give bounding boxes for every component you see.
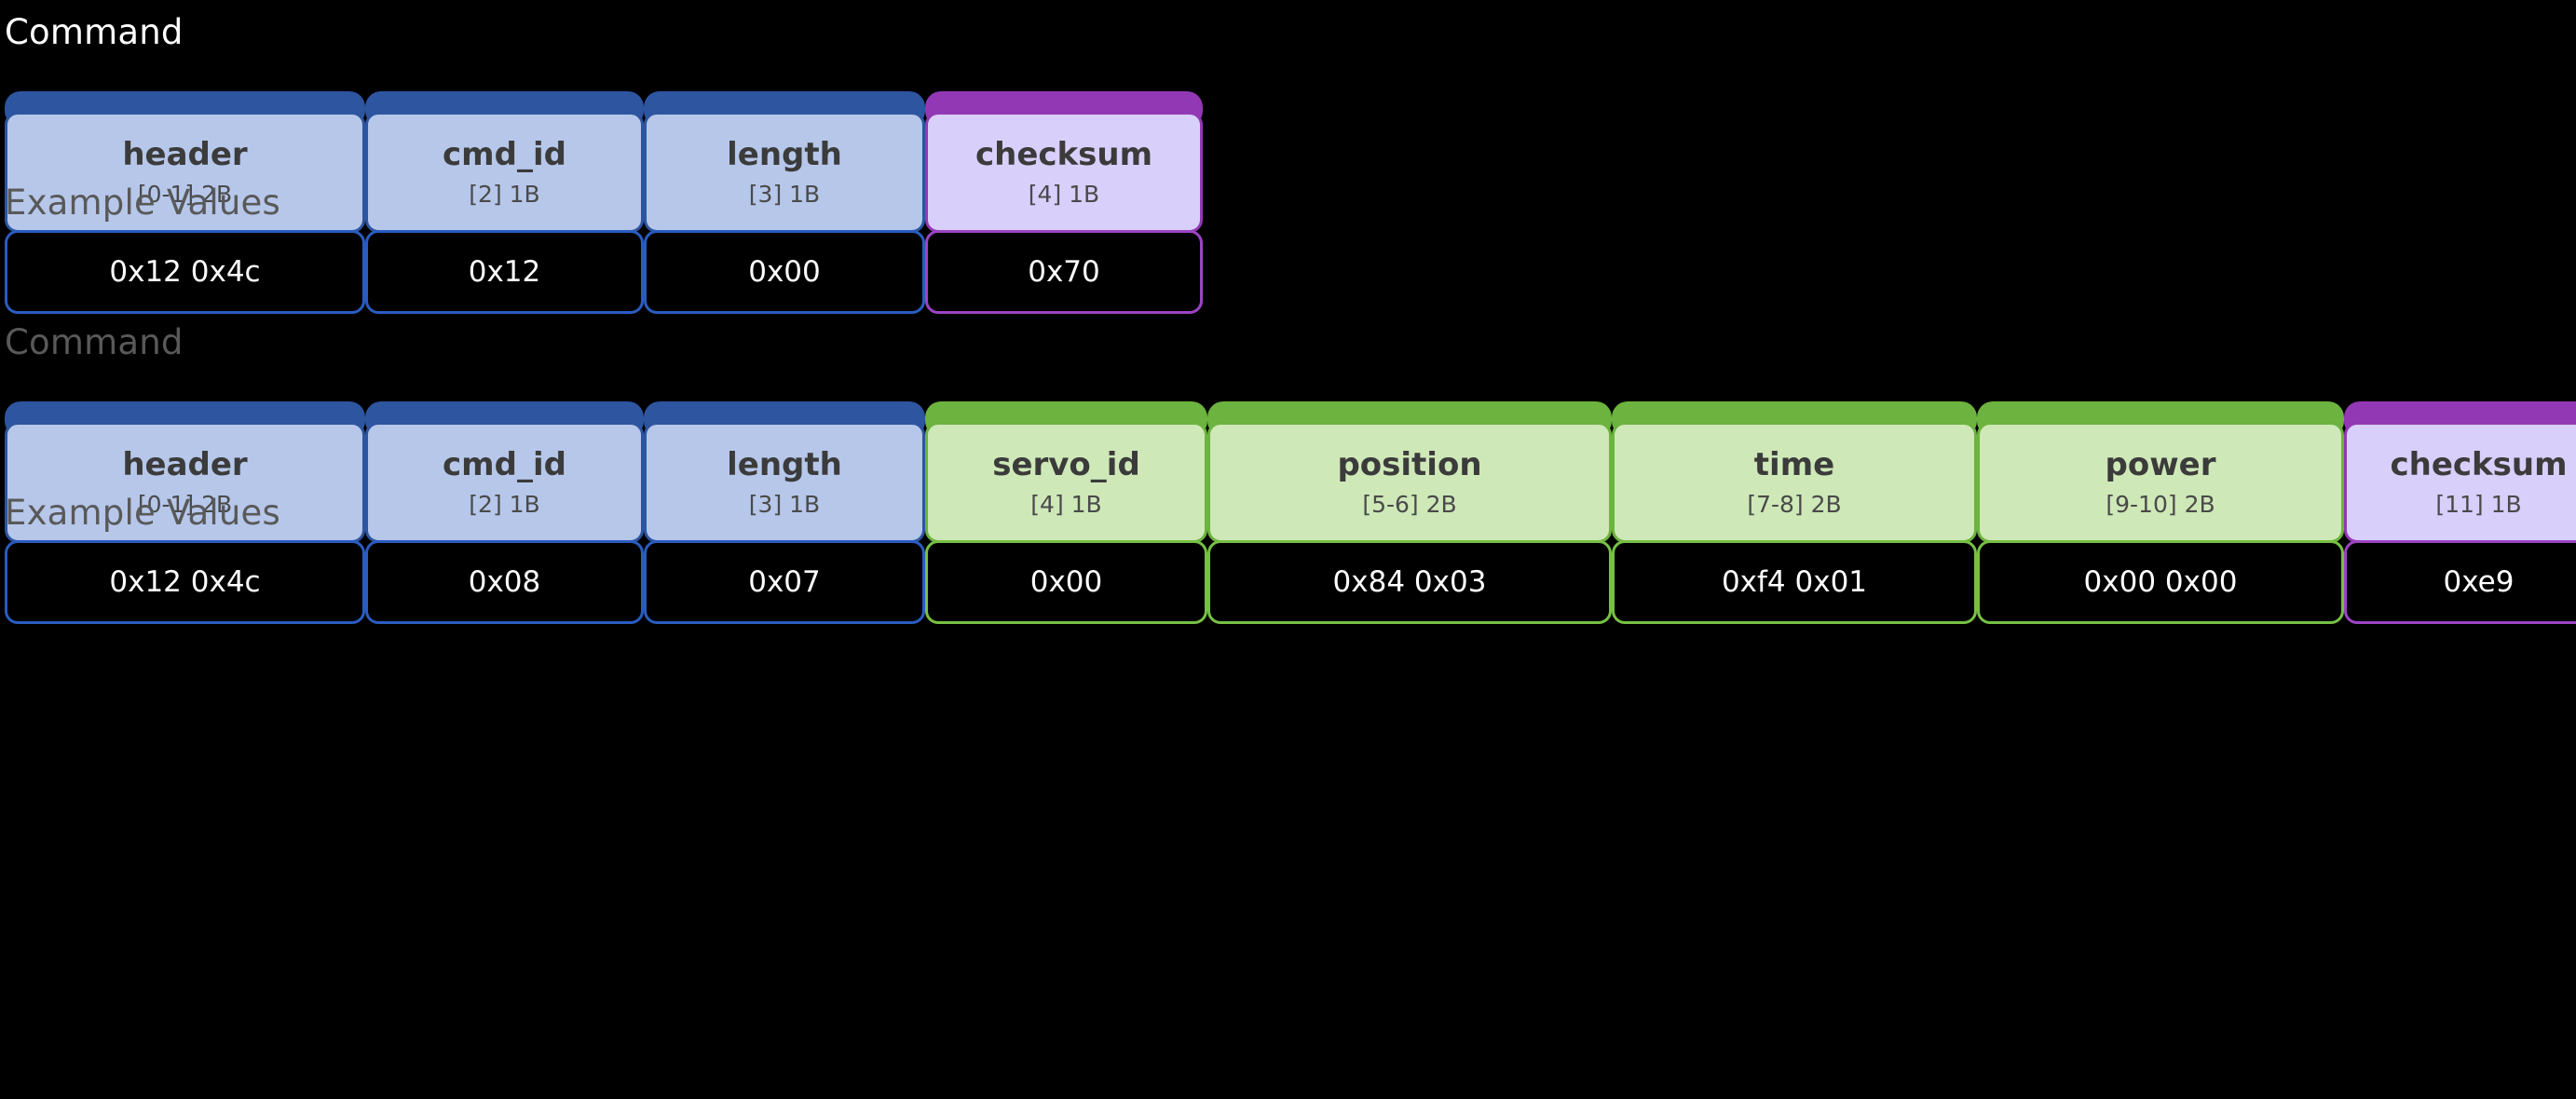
field-range: [11] 1B — [2435, 491, 2522, 519]
value-text: 0x00 — [748, 254, 821, 289]
packet-title-1: Command — [5, 322, 184, 362]
field-cmd-id[interactable]: cmd_id [2] 1B — [365, 91, 644, 233]
field-body: power [9-10] 2B — [1977, 422, 2344, 543]
field-power[interactable]: power [9-10] 2B — [1977, 401, 2344, 543]
value-box-checksum[interactable]: 0xe9 — [2344, 540, 2576, 624]
field-checksum[interactable]: checksum [11] 1B — [2344, 401, 2576, 543]
example-values-title-1: Example Values — [5, 493, 280, 533]
field-cmd-id[interactable]: cmd_id [2] 1B — [365, 401, 644, 543]
field-name: length — [727, 135, 842, 173]
field-range: [2] 1B — [469, 491, 540, 519]
field-body: checksum [11] 1B — [2344, 422, 2576, 543]
field-length[interactable]: length [3] 1B — [644, 91, 925, 233]
field-body: cmd_id [2] 1B — [365, 422, 644, 543]
field-name: servo_id — [992, 445, 1140, 483]
field-body: checksum [4] 1B — [925, 112, 1203, 233]
field-name: checksum — [975, 135, 1153, 173]
field-body: cmd_id [2] 1B — [365, 112, 644, 233]
field-name: length — [727, 445, 842, 483]
field-name: power — [2105, 445, 2216, 483]
value-box-position[interactable]: 0x84 0x03 — [1207, 540, 1612, 624]
value-text: 0x12 — [468, 254, 541, 289]
value-text: 0x12 0x4c — [109, 254, 261, 289]
field-name: time — [1753, 445, 1835, 483]
field-range: [3] 1B — [748, 181, 821, 209]
value-text: 0x08 — [468, 564, 541, 599]
packet-values-row-0: 0x12 0x4c 0x12 0x00 0x70 — [5, 230, 1203, 314]
field-header[interactable]: header [0-1] 2B — [5, 91, 365, 233]
value-text: 0x07 — [748, 564, 821, 599]
field-length[interactable]: length [3] 1B — [644, 401, 925, 543]
field-name: cmd_id — [443, 445, 566, 483]
field-range: [3] 1B — [748, 491, 821, 519]
field-range: [0-1] 2B — [137, 491, 233, 519]
field-checksum[interactable]: checksum [4] 1B — [925, 91, 1203, 233]
example-values-title-0: Example Values — [5, 183, 280, 223]
field-body: servo_id [4] 1B — [925, 422, 1207, 543]
field-range: [2] 1B — [469, 181, 540, 209]
value-text: 0x84 0x03 — [1332, 564, 1487, 599]
value-text: 0x70 — [1028, 254, 1100, 289]
packet-fields-row-1: header [0-1] 2B cmd_id [2] 1B length [3]… — [5, 401, 2576, 543]
field-range: [0-1] 2B — [137, 181, 233, 209]
field-servo-id[interactable]: servo_id [4] 1B — [925, 401, 1207, 543]
field-body: header [0-1] 2B — [5, 112, 365, 233]
field-range: [5-6] 2B — [1362, 491, 1457, 519]
packet-values-row-1: 0x12 0x4c 0x08 0x07 0x00 0x84 0x03 0xf4 … — [5, 540, 2576, 624]
value-box-servo-id[interactable]: 0x00 — [925, 540, 1207, 624]
field-name: checksum — [2390, 445, 2568, 483]
field-range: [4] 1B — [1028, 181, 1100, 209]
field-range: [7-8] 2B — [1747, 491, 1842, 519]
value-box-header[interactable]: 0x12 0x4c — [5, 230, 365, 314]
value-box-header[interactable]: 0x12 0x4c — [5, 540, 365, 624]
value-box-length[interactable]: 0x00 — [644, 230, 925, 314]
value-text: 0xe9 — [2443, 564, 2515, 599]
value-box-time[interactable]: 0xf4 0x01 — [1612, 540, 1977, 624]
field-name: header — [122, 135, 248, 173]
field-body: position [5-6] 2B — [1207, 422, 1612, 543]
value-box-cmd-id[interactable]: 0x08 — [365, 540, 644, 624]
value-box-cmd-id[interactable]: 0x12 — [365, 230, 644, 314]
value-text: 0x00 — [1029, 564, 1103, 599]
field-time[interactable]: time [7-8] 2B — [1612, 401, 1977, 543]
field-range: [4] 1B — [1030, 491, 1102, 519]
packet-fields-row-0: header [0-1] 2B cmd_id [2] 1B length [3]… — [5, 91, 1203, 233]
field-name: cmd_id — [443, 135, 566, 173]
value-box-power[interactable]: 0x00 0x00 — [1977, 540, 2344, 624]
field-range: [9-10] 2B — [2106, 491, 2215, 519]
field-name: header — [122, 445, 248, 483]
value-box-length[interactable]: 0x07 — [644, 540, 925, 624]
value-text: 0x12 0x4c — [109, 564, 261, 599]
value-text: 0xf4 0x01 — [1721, 564, 1868, 599]
field-name: position — [1337, 445, 1482, 483]
packet-title-0: Command — [5, 12, 184, 52]
value-text: 0x00 0x00 — [2083, 564, 2238, 599]
field-body: length [3] 1B — [644, 112, 925, 233]
value-box-checksum[interactable]: 0x70 — [925, 230, 1203, 314]
field-body: length [3] 1B — [644, 422, 925, 543]
field-position[interactable]: position [5-6] 2B — [1207, 401, 1612, 543]
field-body: time [7-8] 2B — [1612, 422, 1977, 543]
